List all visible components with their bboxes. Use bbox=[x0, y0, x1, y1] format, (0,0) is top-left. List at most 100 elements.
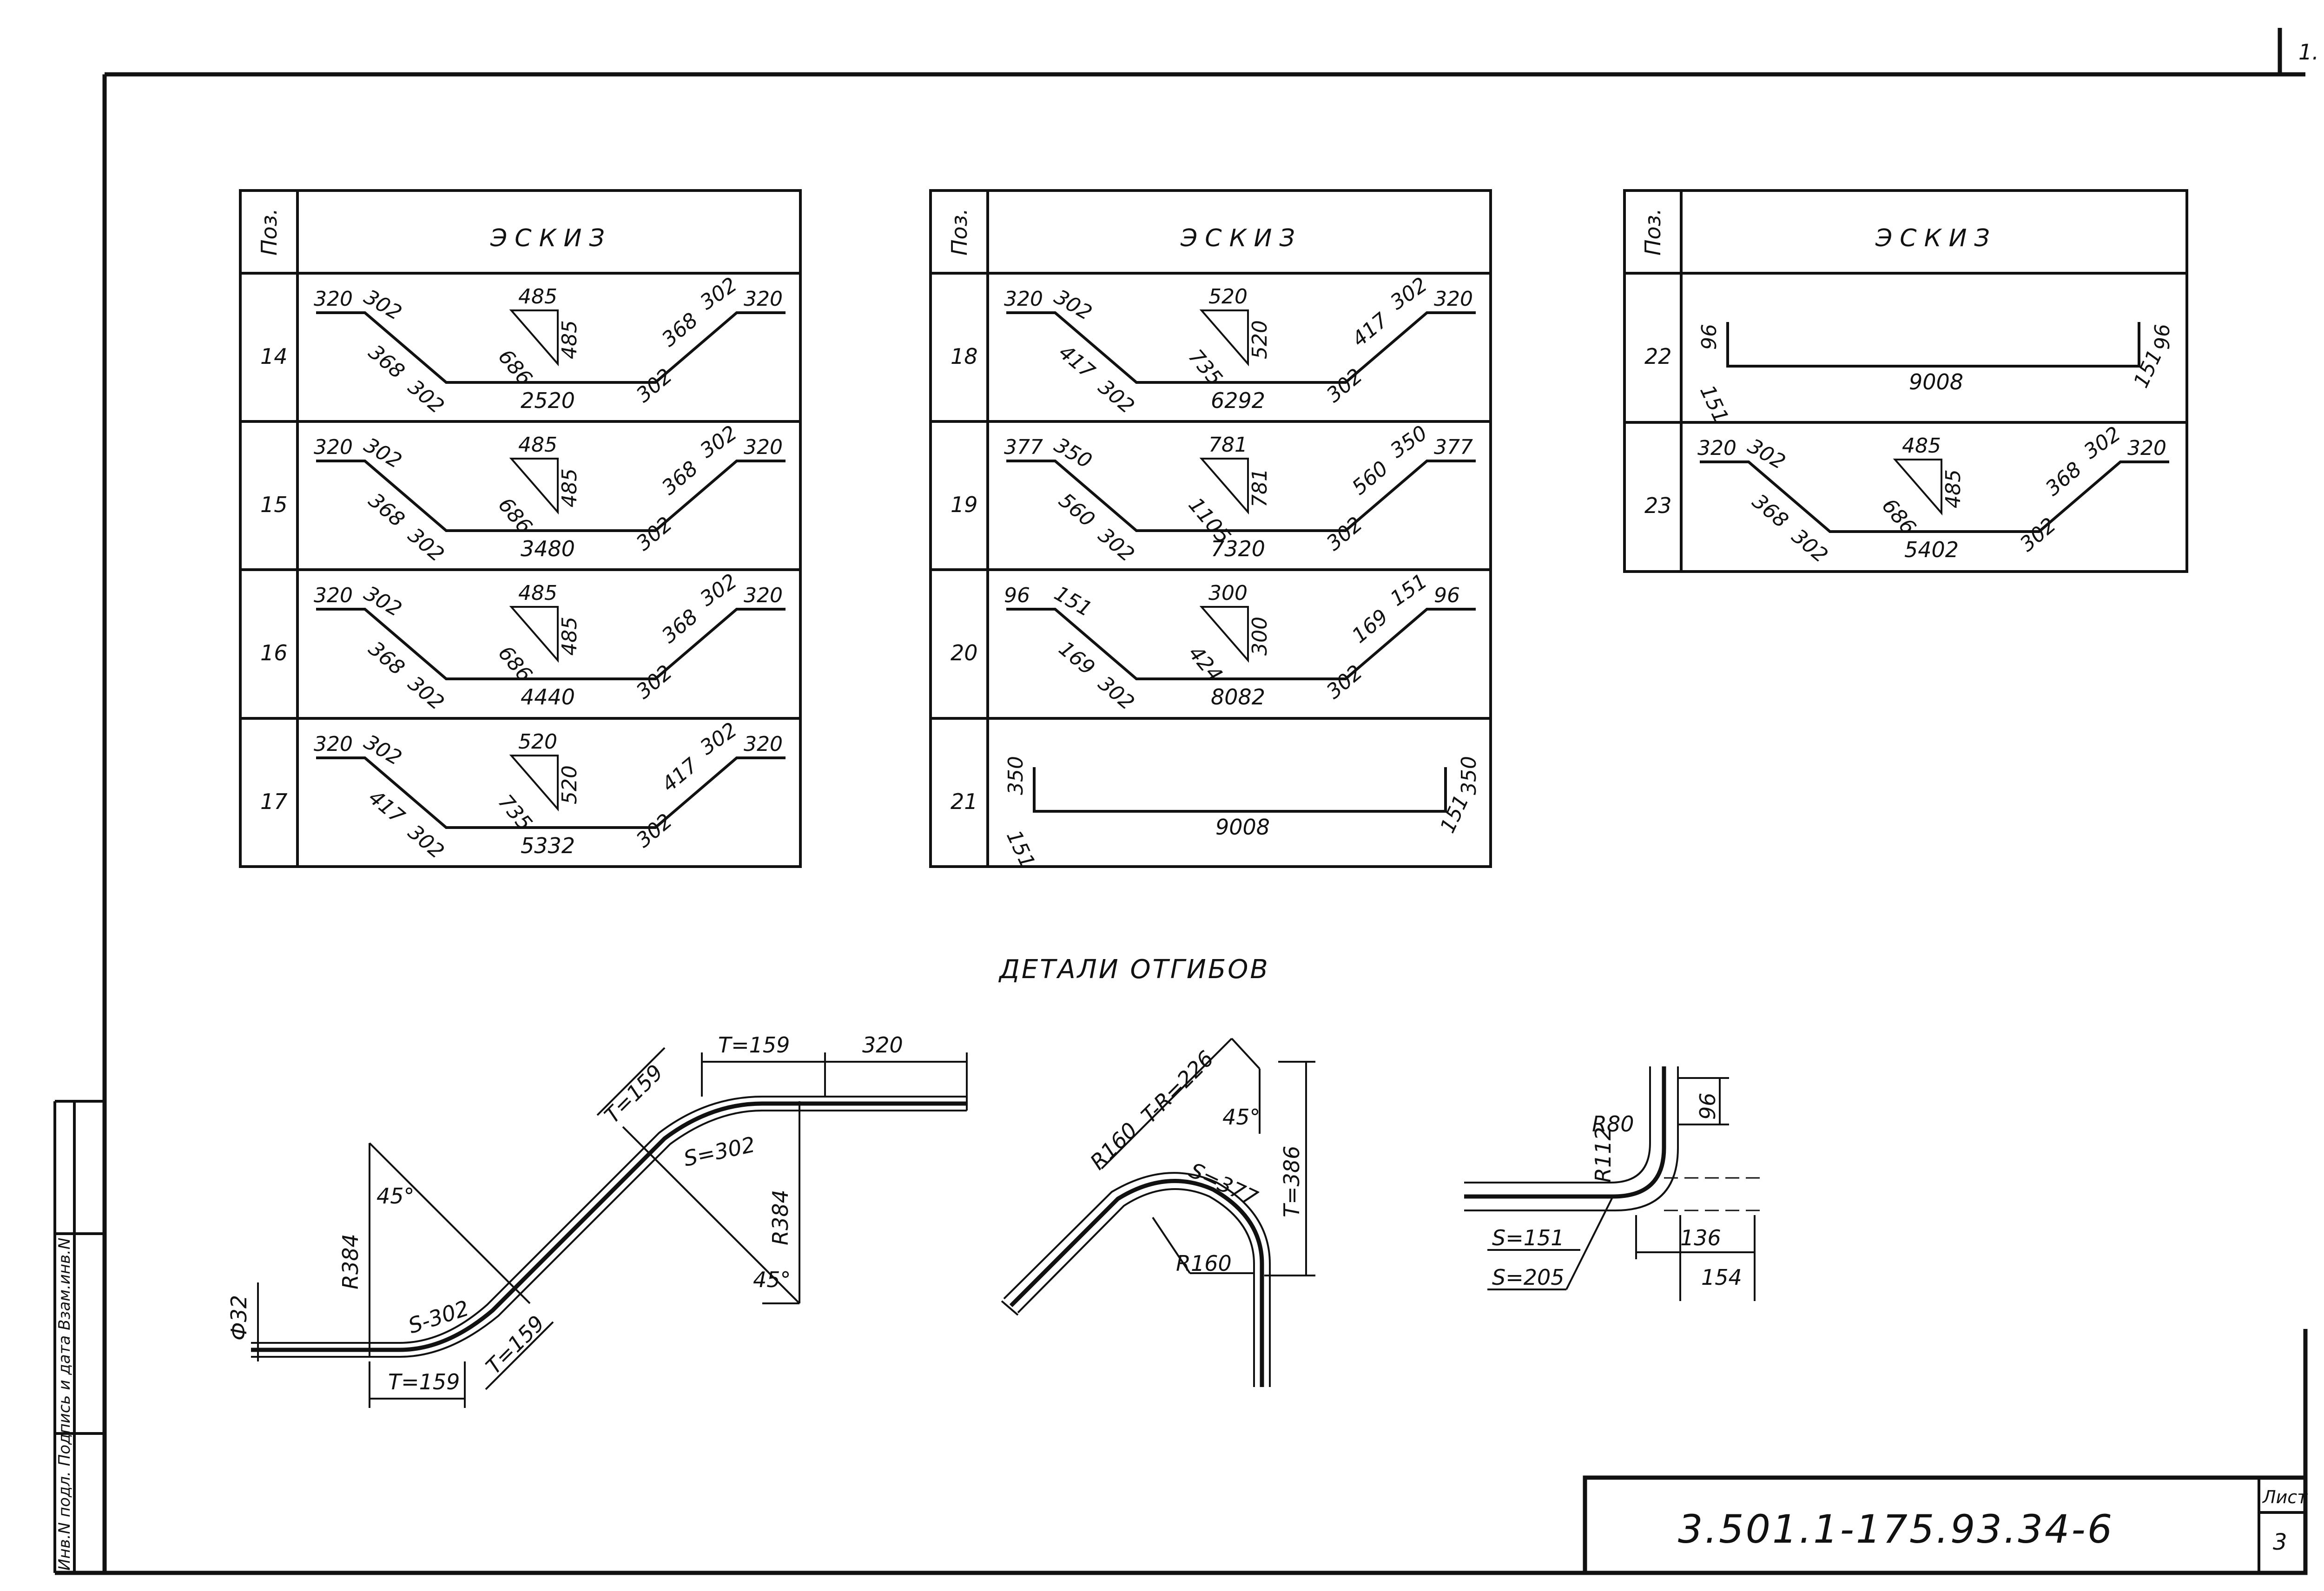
corner-mark: 1. bbox=[2298, 39, 2319, 65]
d3-r-in: R112 bbox=[1591, 1127, 1616, 1183]
left-bevel-dim: 302 bbox=[360, 285, 406, 325]
left-low-dim: 302 bbox=[403, 375, 449, 418]
left-diag-dim: 368 bbox=[1748, 489, 1793, 533]
pos-number: 20 bbox=[951, 640, 978, 665]
bar-shape bbox=[1006, 460, 1476, 532]
side-stamp: Инв.N подл. Подпись и дата Взам.инв.N bbox=[53, 1100, 105, 1573]
angle-triangle bbox=[509, 309, 559, 367]
left-low-dim: 302 bbox=[403, 523, 449, 566]
table-c: Поз. ЭСКИЗ bbox=[1623, 189, 2188, 573]
d3-s1: S=151 bbox=[1492, 1225, 1565, 1250]
d1-t-up: T=159 bbox=[600, 1059, 668, 1128]
left-diag-dim: 368 bbox=[364, 637, 409, 680]
right-diag-dim: 368 bbox=[657, 456, 702, 500]
left-low-dim: 302 bbox=[1787, 524, 1832, 567]
left-diag-dim: 417 bbox=[1054, 340, 1099, 383]
bar-shape bbox=[1700, 460, 2169, 533]
pos-number: 19 bbox=[951, 492, 978, 517]
base-dim: 5332 bbox=[521, 833, 575, 858]
right-bevel-dim: 302 bbox=[696, 718, 741, 760]
left-low-dim: 302 bbox=[403, 671, 449, 715]
document-code: 3.501.1-175.93.34-6 bbox=[1678, 1506, 2114, 1552]
right-diag-dim: 368 bbox=[2041, 457, 2086, 500]
angle-triangle bbox=[509, 755, 559, 812]
right-top-dim: 320 bbox=[744, 287, 783, 311]
left-low-dim: 302 bbox=[1094, 671, 1139, 715]
angle-triangle bbox=[1199, 458, 1249, 515]
angle-triangle bbox=[1199, 309, 1249, 367]
right-side-dim: 96 bbox=[2151, 324, 2174, 350]
right-diag-dim: 417 bbox=[1347, 308, 1393, 351]
title-block: 3.501.1-175.93.34-6 Лист 3 bbox=[1583, 1475, 2308, 1575]
table-a: Поз. ЭСКИЗ bbox=[239, 189, 802, 868]
bar-shape bbox=[316, 460, 786, 532]
left-side-dim: 96 bbox=[1697, 324, 1721, 350]
right-diag-dim: 368 bbox=[657, 605, 702, 648]
pos-number: 14 bbox=[260, 344, 288, 369]
tri-side-dim: 781 bbox=[1248, 468, 1272, 507]
right-bevel-dim: 302 bbox=[696, 421, 741, 463]
d3-s2: S=205 bbox=[1492, 1265, 1565, 1290]
d3-w1: 136 bbox=[1680, 1225, 1721, 1250]
tri-top-dim: 485 bbox=[518, 285, 557, 309]
side-stamp-text: Инв.N подл. Подпись и дата Взам.инв.N bbox=[55, 1238, 74, 1571]
tri-top-dim: 781 bbox=[1208, 433, 1248, 457]
right-top-dim: 320 bbox=[2127, 436, 2166, 460]
base-dim: 9008 bbox=[1215, 815, 1270, 840]
left-bevel-dim: 302 bbox=[1744, 434, 1789, 474]
right-diag-dim: 368 bbox=[657, 308, 702, 351]
d1-top-len: 320 bbox=[862, 1032, 903, 1058]
tri-top-dim: 485 bbox=[518, 581, 557, 605]
left-bevel-dim: 302 bbox=[360, 730, 406, 770]
bar-shape bbox=[316, 756, 786, 829]
d2-ang: 45° bbox=[1222, 1104, 1261, 1130]
tri-top-dim: 485 bbox=[1902, 434, 1941, 458]
right-foot-dim: 151 bbox=[1436, 791, 1474, 837]
left-foot-dim: 151 bbox=[1695, 381, 1733, 427]
d2-s: S=377 bbox=[1185, 1157, 1261, 1211]
angle-triangle bbox=[1199, 606, 1249, 663]
pos-header: Поз. bbox=[257, 208, 282, 256]
right-top-dim: 96 bbox=[1434, 584, 1460, 607]
right-top-dim: 320 bbox=[744, 435, 783, 459]
left-low-dim: 302 bbox=[1094, 523, 1139, 566]
d1-r-right: R384 bbox=[768, 1190, 793, 1245]
d1-t-low: T=159 bbox=[388, 1369, 460, 1394]
tri-side-dim: 520 bbox=[558, 765, 581, 804]
right-top-dim: 320 bbox=[744, 584, 783, 607]
left-diag-dim: 560 bbox=[1054, 488, 1099, 532]
d2-r-out: R160 bbox=[1085, 1118, 1142, 1175]
left-bevel-dim: 350 bbox=[1050, 433, 1096, 473]
base-dim: 6292 bbox=[1211, 388, 1265, 413]
bar-shape bbox=[316, 608, 786, 680]
tri-top-dim: 485 bbox=[518, 433, 557, 457]
d1-ang-right: 45° bbox=[753, 1267, 791, 1292]
left-bevel-dim: 302 bbox=[360, 581, 406, 621]
left-top-dim: 320 bbox=[314, 287, 353, 311]
right-foot-dim: 151 bbox=[2129, 346, 2167, 392]
right-bevel-dim: 350 bbox=[1386, 421, 1432, 463]
tri-top-dim: 520 bbox=[518, 730, 557, 754]
sheet-label: Лист bbox=[2262, 1487, 2308, 1507]
tri-side-dim: 300 bbox=[1248, 617, 1272, 656]
right-bevel-dim: 302 bbox=[2080, 422, 2125, 464]
sketch-header: ЭСКИЗ bbox=[1180, 224, 1302, 252]
angle-triangle bbox=[509, 606, 559, 663]
base-dim: 8082 bbox=[1211, 684, 1265, 710]
pos-number: 16 bbox=[260, 640, 288, 665]
right-bevel-dim: 302 bbox=[1386, 273, 1432, 315]
tri-top-dim: 520 bbox=[1208, 285, 1248, 309]
tri-side-dim: 485 bbox=[558, 617, 581, 656]
d2-tr: T-R=226 bbox=[1136, 1046, 1219, 1128]
right-diag-dim: 560 bbox=[1347, 456, 1393, 500]
d2-r-in: R160 bbox=[1176, 1251, 1232, 1276]
left-top-dim: 96 bbox=[1004, 584, 1030, 607]
